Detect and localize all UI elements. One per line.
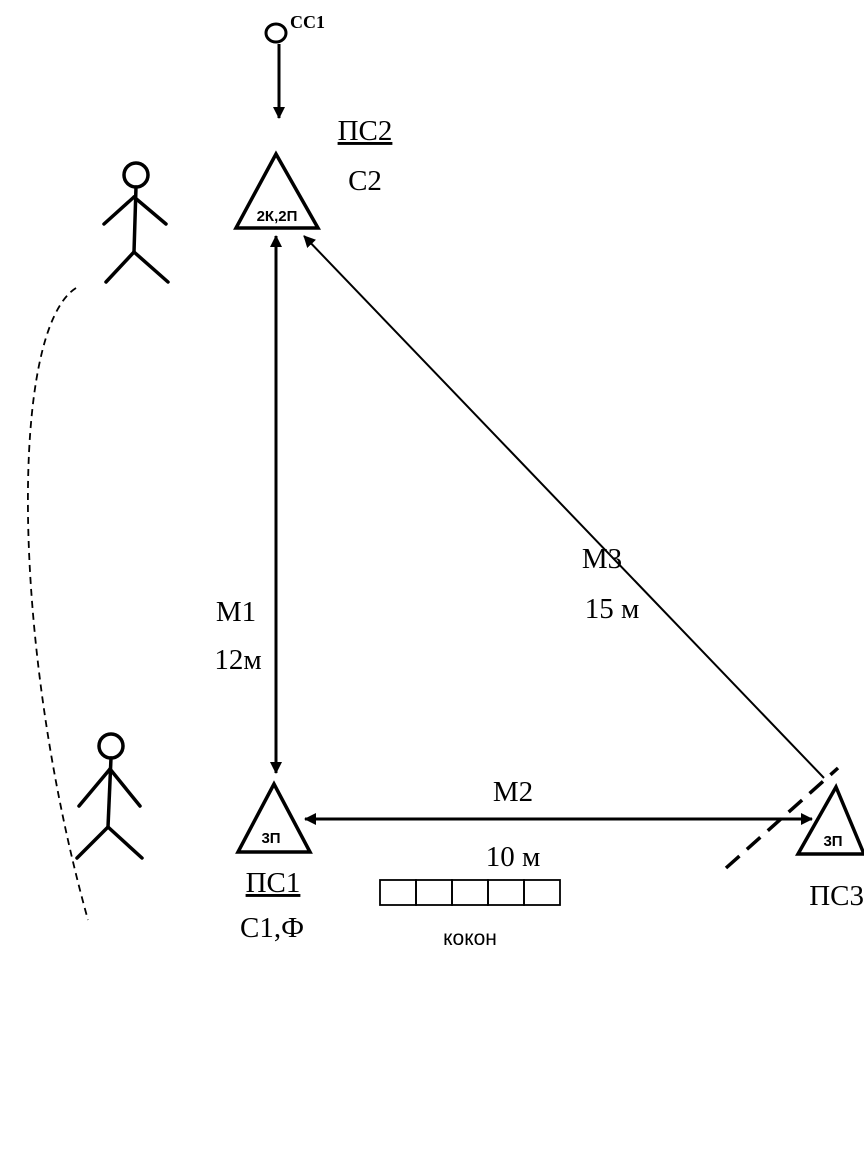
station-ps2-triangle-icon bbox=[233, 150, 322, 230]
station-ps3-label: ПС3 bbox=[809, 880, 864, 912]
start-point: СС1 bbox=[264, 12, 325, 119]
station-ps2-mark: 2К,2П bbox=[257, 208, 298, 225]
station-ps3: 3П ПС3 bbox=[794, 783, 864, 912]
stage-m1-length: 12м bbox=[214, 644, 261, 676]
stage-m2: М2 10 м bbox=[304, 776, 813, 873]
start-circle-icon bbox=[264, 22, 288, 44]
station-ps3-mark: 3П bbox=[823, 833, 842, 850]
stage-m1: М1 12м bbox=[214, 235, 282, 774]
station-ps1-mark: 3П bbox=[261, 830, 280, 847]
stage-m3-arrow bbox=[303, 235, 825, 779]
start-label: СС1 bbox=[290, 12, 325, 32]
cocoon: кокон bbox=[379, 879, 561, 950]
person-link-dashed bbox=[27, 287, 89, 921]
station-ps2: 2К,2П ПС2 С2 bbox=[233, 115, 393, 230]
station-ps3-triangle-icon bbox=[794, 783, 864, 856]
stage-m2-label: М2 bbox=[493, 776, 533, 808]
station-ps1-label: ПС1 bbox=[246, 867, 301, 899]
station-ps1-triangle-icon bbox=[235, 780, 313, 854]
stage-m1-label: М1 bbox=[216, 596, 256, 628]
station-ps1-sublabel: С1,Ф bbox=[240, 912, 304, 944]
cocoon-cell bbox=[487, 879, 525, 906]
station-ps1: 3П ПС1 С1,Ф bbox=[235, 780, 313, 944]
person-top-icon bbox=[102, 161, 170, 284]
person-bottom-icon bbox=[75, 732, 144, 860]
cocoon-cell bbox=[379, 879, 417, 906]
cocoon-cell bbox=[415, 879, 453, 906]
stage-m3: М3 15 м bbox=[303, 235, 840, 870]
stage-m2-length: 10 м bbox=[486, 841, 541, 873]
station-ps2-sublabel: С2 bbox=[348, 165, 382, 197]
cocoon-label: кокон bbox=[443, 927, 497, 950]
stage-m3-length: 15 м bbox=[585, 593, 640, 625]
cocoon-cell bbox=[451, 879, 489, 906]
cocoon-cell bbox=[523, 879, 561, 906]
station-ps2-label: ПС2 bbox=[338, 115, 393, 147]
stage-m3-label: М3 bbox=[582, 543, 622, 575]
cocoon-cells bbox=[379, 879, 561, 906]
stage-m3-dashed-crossmark bbox=[724, 766, 840, 870]
